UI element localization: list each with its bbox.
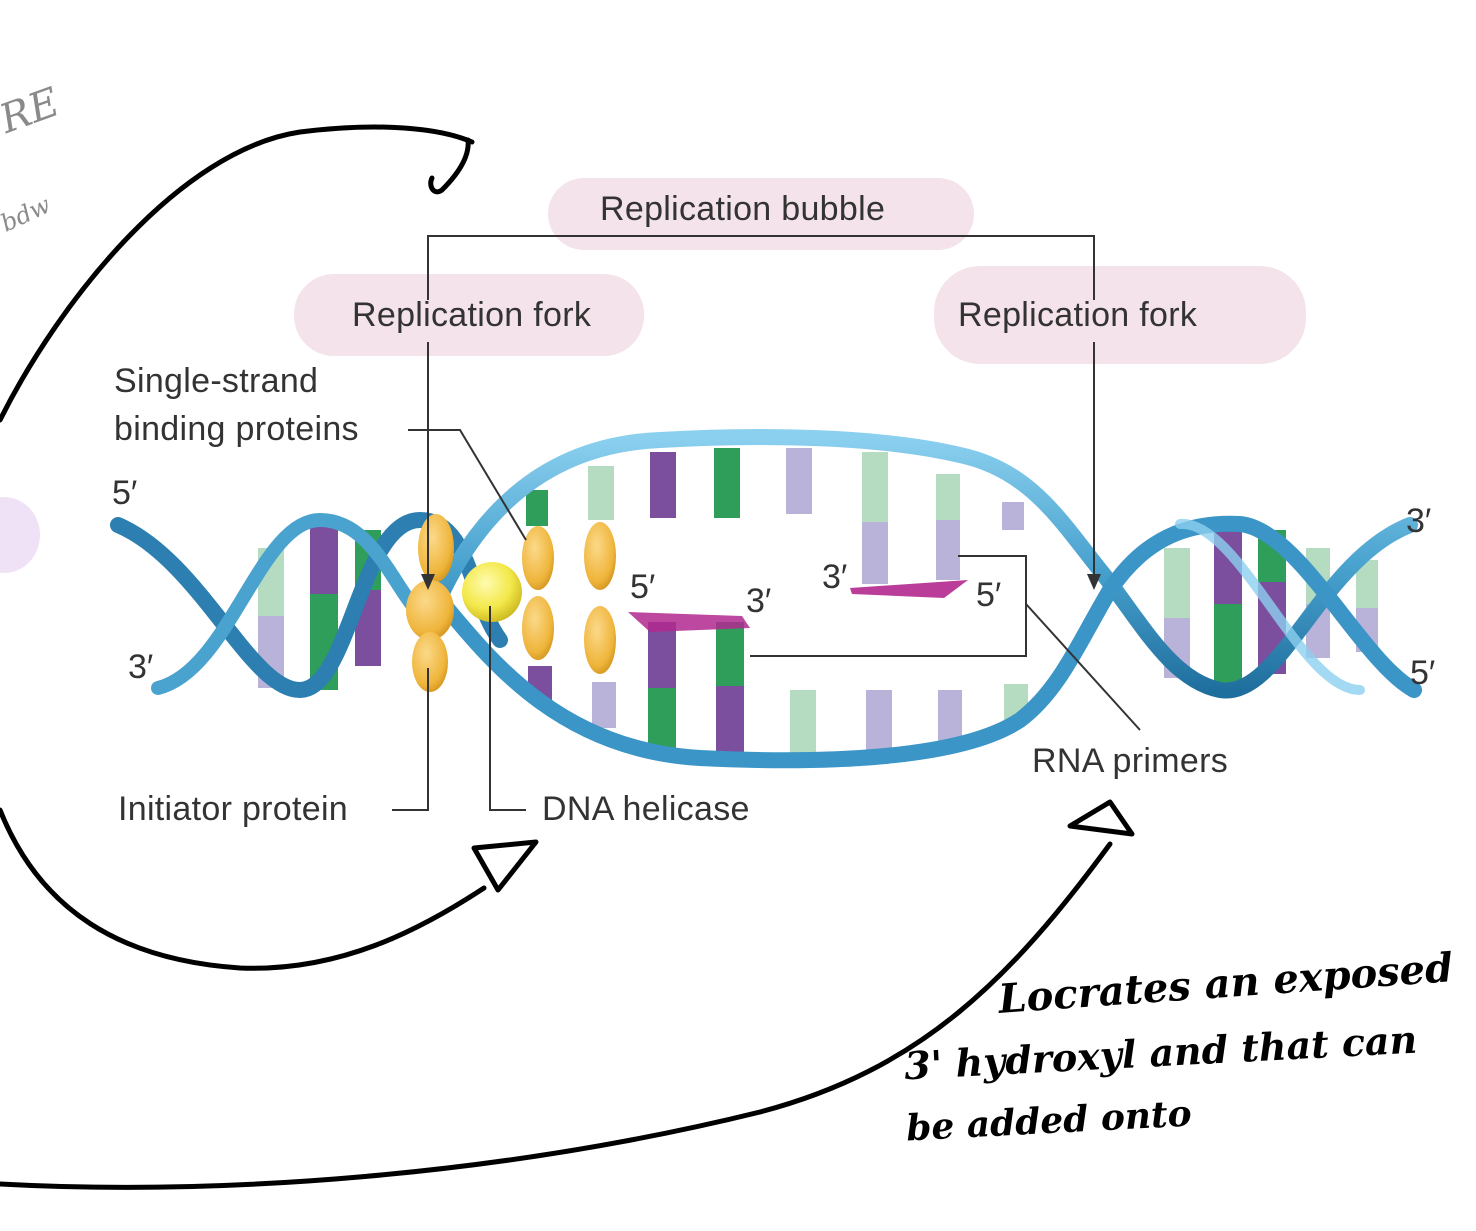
end-left-top: 5′ [112,474,138,512]
rna-primers [628,580,968,632]
base-pair [714,448,740,518]
rna-primer-upper [850,580,968,598]
hand-arrowhead-bottom [1067,799,1135,837]
ssb-protein [522,526,554,590]
hand-arrow-top [0,124,475,423]
bracket-replication-bubble [427,235,1095,300]
end-left-bottom: 3′ [128,648,154,686]
leader-arrowheads [421,574,1101,590]
arrowhead-fork-left [421,574,435,590]
initiator-protein [406,514,454,692]
leader-rna-primers [750,555,1027,657]
label-rna-primers: RNA primers [1032,742,1228,780]
leader-helicase [489,606,526,811]
initiator-protein-bottom [412,632,448,692]
base-pair [786,448,812,514]
leader-ssb [408,429,527,541]
arrowhead-fork-right [1087,574,1101,590]
hand-arrowhead-middle [471,839,539,893]
base-pair [526,490,548,526]
base-pair [790,690,816,758]
base-pair [592,682,616,728]
label-replication-fork-right: Replication fork [958,296,1198,334]
highlights [0,178,1306,573]
primer1-3-end: 3′ [746,582,772,620]
base-pair [716,622,744,686]
base-pair [1214,604,1242,692]
base-pair [648,622,676,688]
label-dna-helicase: DNA helicase [542,790,750,828]
highlight-left-edge [0,497,40,573]
primer1-5-end: 5′ [630,568,656,606]
strand-left-b [151,512,437,695]
base-pair [938,690,962,744]
leader-lines [392,235,1141,811]
base-pair [1164,548,1190,618]
dna-helicase [462,562,522,622]
label-ssb-line1: Single-strand [114,362,319,400]
base-pair [936,474,960,520]
base-pair [310,520,338,594]
base-pair [1002,502,1024,530]
base-pair [936,520,960,580]
strand-bubble-top [422,429,1418,699]
base-pair [650,452,676,518]
base-pair [1356,560,1378,608]
ssb-protein [584,606,616,674]
rna-primer-lower [628,612,750,632]
dna-strands [110,429,1422,769]
hand-arrowhead-top [428,137,471,195]
base-pair [648,688,676,748]
label-initiator-protein: Initiator protein [118,790,349,828]
hand-arrow-bottom [0,841,1113,1190]
base-pair [862,452,888,522]
label-replication-fork-left: Replication fork [352,296,592,334]
strand-right-cross [1175,518,1365,695]
end-right-top: 3′ [1406,502,1432,540]
label-replication-bubble: Replication bubble [600,190,886,228]
highlight-replication-fork-right [934,266,1306,364]
strand-bubble-bottom [432,515,1422,769]
single-strand-binding-proteins [522,522,616,674]
primer2-3-end: 3′ [822,558,848,596]
ssb-protein [584,522,616,590]
label-ssb-line2: binding proteins [114,410,359,448]
leader-initiator [392,668,429,811]
hand-arrow-middle [0,807,487,971]
end-right-bottom: 5′ [1410,654,1436,692]
base-pair [588,466,614,520]
hand-drawn-arrows [0,124,1135,1190]
base-pair [866,690,892,750]
initiator-protein-top [418,514,454,582]
leader-rna-primers-diag [1025,603,1141,731]
primer2-5-end: 5′ [976,576,1002,614]
base-pair [862,522,888,584]
highlight-replication-fork-left [294,274,644,356]
ssb-protein [522,596,554,660]
initiator-protein-mid [406,580,454,640]
highlight-replication-bubble [548,178,974,250]
base-pair [716,686,744,756]
